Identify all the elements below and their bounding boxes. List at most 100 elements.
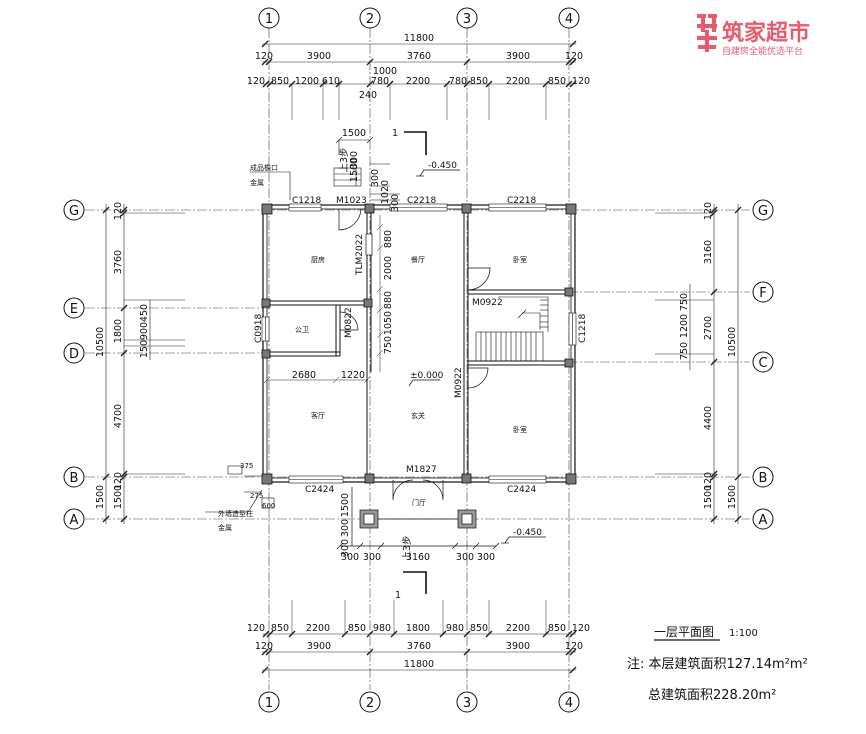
dim-right-inner-7: 120 [703, 472, 714, 490]
axis-row-left-e: E [70, 302, 78, 317]
dim-entry-0: 300 [341, 552, 359, 563]
dim-left-inner-3: 450 [139, 304, 150, 322]
axis-row-left-d: D [69, 347, 79, 362]
dim-bot-row2-0: 120 [255, 641, 273, 652]
room-label-public-bath: 公卫 [295, 326, 309, 334]
door-label-tlm2022: TLM2022 [355, 234, 365, 276]
axis-row-left-b: B [70, 471, 79, 486]
dim-entry-3: 300 [456, 552, 474, 563]
top-entry-steps [333, 131, 427, 201]
dim-mid-v-3: 1050 [383, 311, 394, 335]
dim-top-row3-8: 2200 [506, 76, 530, 87]
dim-top-row3-3: 610 [322, 76, 340, 87]
brand-logo: 筑家超市 自建房全能优选平台 [697, 14, 810, 57]
dim-mid-v-0: 880 [383, 230, 394, 248]
dim-entry-v-1: 1500 [340, 493, 351, 517]
dim-left-inner-0: 120 [113, 202, 124, 220]
dim-porch-small-1: 275 [250, 492, 263, 500]
left-dimension-lines [102, 204, 185, 524]
dim-step-small-4: 300 [390, 194, 401, 212]
room-label-dining: 餐厅 [411, 255, 425, 264]
axis-col-top-2: 2 [366, 12, 374, 27]
dim-left-inner-5: 150 [139, 340, 150, 358]
dim-porch-small-0: 375 [240, 462, 253, 470]
window-label-c2218-a: C2218 [407, 196, 436, 206]
drawing-scale: 1:100 [729, 628, 758, 639]
dim-step-1500: 1500 [342, 128, 366, 139]
dim-top-row2-0: 120 [255, 51, 273, 62]
interior-dimensions [263, 215, 384, 384]
brand-title: 筑家超市 [722, 20, 810, 46]
axis-col-top-4: 4 [565, 12, 573, 27]
dim-bot-row1-5: 1800 [406, 623, 430, 634]
dim-left-inner-2: 1800 [113, 319, 124, 343]
brand-mark-icon [697, 14, 717, 52]
room-label-entry-hall: 门厅 [412, 498, 426, 507]
dim-left-inner-8: 1500 [113, 485, 124, 509]
dim-bot-row2-3: 3900 [506, 641, 530, 652]
doors [338, 208, 491, 501]
dim-left-outer-0: 1500 [95, 485, 106, 509]
door-label-m1023: M1023 [336, 196, 367, 206]
dim-step-small-1: 1500 [349, 158, 360, 182]
dim-right-inner-6: 4400 [703, 406, 714, 430]
dim-top-row2-1: 3900 [307, 51, 331, 62]
axis-lines [85, 28, 750, 690]
dim-entry-1: 300 [363, 552, 381, 563]
dim-bot-row1-3: 850 [348, 623, 366, 634]
dim-right-inner-4: 750 [679, 342, 690, 360]
dim-right-inner-0: 120 [703, 202, 714, 220]
dim-left-inner-1: 3760 [113, 250, 124, 274]
note-top-line-1: 成品檐口 [250, 163, 278, 172]
window-label-c2218-b: C2218 [507, 196, 536, 206]
axis-col-bot-1: 1 [265, 696, 273, 711]
dim-mid-h-0: 2680 [292, 370, 316, 381]
right-dimension-lines [655, 204, 742, 524]
window-label-c1218-right: C1218 [578, 314, 588, 343]
dim-bot-row2-2: 3760 [407, 641, 431, 652]
door-label-m0922-top: M0922 [472, 298, 503, 308]
room-label-living-room: 客厅 [311, 411, 325, 420]
room-label-bedroom-south: 卧室 [513, 425, 527, 434]
dim-top-row3-6: 780 [449, 76, 467, 87]
dim-top-row3-5: 2200 [406, 76, 430, 87]
axis-row-left-g: G [69, 204, 79, 219]
note-top-line-2: 金属 [250, 178, 264, 187]
elevation-markers [408, 169, 546, 544]
dim-top-row3-1: 850 [271, 76, 289, 87]
dim-right-inner-1: 3160 [703, 240, 714, 264]
front-entry-porch [336, 487, 500, 594]
axis-row-left-a: A [70, 513, 79, 528]
dim-bot-row1-8: 2200 [506, 623, 530, 634]
dim-left-inner-7: 120 [113, 472, 124, 490]
dim-top-row3-2: 1200 [295, 76, 319, 87]
dim-left-inner-6: 4700 [113, 404, 124, 428]
note-area-line-2: 总建筑面积228.20m² [648, 687, 776, 703]
axis-row-right-a: A [759, 513, 768, 528]
dim-right-inner-5: 2700 [703, 316, 714, 340]
dim-bot-row1-9: 850 [548, 623, 566, 634]
window-label-c2424-b: C2424 [507, 485, 536, 495]
door-label-m0922-side: M0922 [454, 367, 464, 398]
bottom-dimension-lines [261, 600, 577, 674]
dim-bot-row2-4: 120 [565, 641, 583, 652]
window-label-c0918: C0918 [254, 314, 264, 343]
dim-step-small-0: 300 [349, 151, 360, 169]
dim-right-outer-0: 10500 [727, 327, 738, 357]
section-mark-bottom: 1 [395, 590, 401, 601]
dim-step-small-2: 300 [370, 169, 381, 187]
dim-right-outer-1: 1500 [727, 485, 738, 509]
dim-top-1000: 1000 [373, 66, 397, 77]
window-label-c1218-top: C1218 [292, 196, 321, 206]
dim-step-label-top: 上3步 [339, 147, 350, 172]
note-bottom-line-1: 外墙造型柱 [218, 509, 253, 518]
dim-porch-small-2: 600 [262, 502, 275, 510]
dim-entry-v-0: 300 [340, 519, 351, 537]
staircase [475, 296, 549, 362]
dim-bot-total: 11800 [404, 659, 434, 670]
axis-bubbles [63, 7, 774, 713]
dim-top-row2-4: 120 [565, 51, 583, 62]
room-label-kitchen: 厨房 [311, 255, 325, 264]
dim-top-row3-7: 850 [470, 76, 488, 87]
